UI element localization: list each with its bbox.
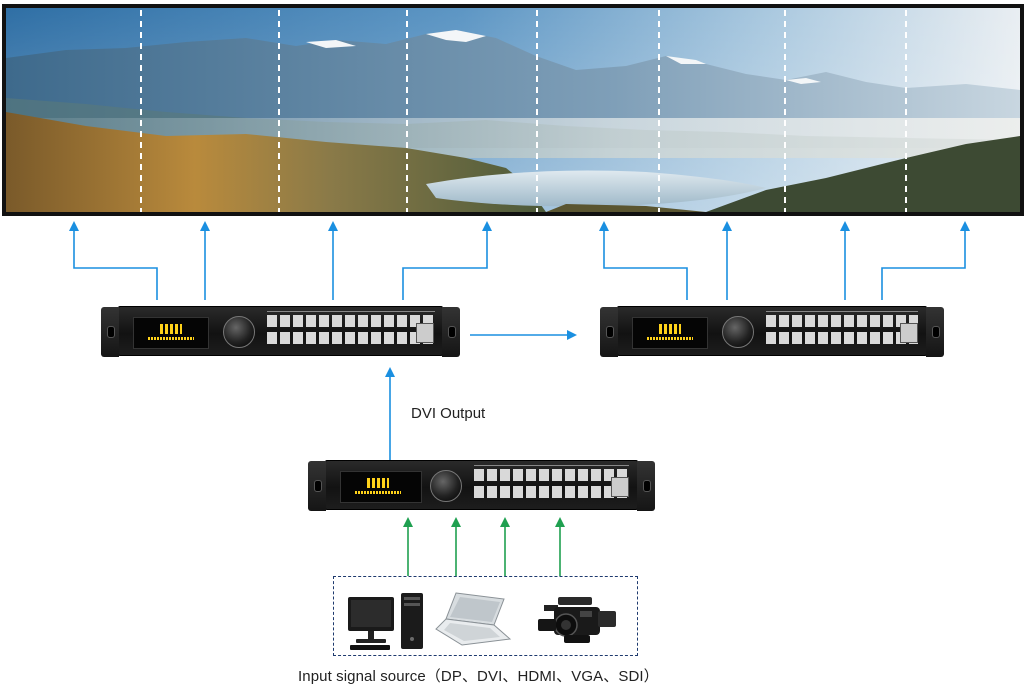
keypad <box>474 465 629 503</box>
wall-segment-dividers <box>140 10 907 212</box>
dvi-output-label: DVI Output <box>411 405 486 422</box>
input-source-caption: Input signal source（DP、DVI、HDMI、VGA、SDI） <box>298 668 659 685</box>
rack-ear-left <box>600 307 618 357</box>
lcd-display <box>340 471 422 503</box>
led-video-wall <box>2 4 1024 216</box>
lcd-display <box>133 317 209 349</box>
processor-top-right <box>600 306 944 357</box>
rack-ear-right <box>637 461 655 511</box>
landscape-image <box>6 8 1020 212</box>
video-camera-icon <box>538 597 616 643</box>
output-arrows-right <box>599 221 970 300</box>
usb-port <box>416 323 434 343</box>
laptop-icon <box>435 592 512 646</box>
desktop-pc-icon <box>348 593 423 650</box>
rack-ear-right <box>442 307 460 357</box>
output-arrow-8 <box>881 221 970 300</box>
usb-port <box>611 477 629 497</box>
keypad <box>267 311 435 349</box>
rack-ear-right <box>926 307 944 357</box>
usb-port <box>900 323 918 343</box>
rack-ear-left <box>308 461 326 511</box>
output-arrow-5 <box>599 221 688 300</box>
input-source-box <box>333 576 638 656</box>
rack-ear-left <box>101 307 119 357</box>
rotary-knob <box>223 316 255 348</box>
output-arrow-1 <box>69 221 158 300</box>
output-arrow-4 <box>402 221 492 300</box>
processor-top-left <box>101 306 460 357</box>
output-arrows-left <box>69 221 492 300</box>
rotary-knob <box>722 316 754 348</box>
rotary-knob <box>430 470 462 502</box>
lcd-display <box>632 317 708 349</box>
input-arrows <box>403 517 565 576</box>
processor-bottom <box>308 460 655 511</box>
keypad <box>766 311 918 349</box>
